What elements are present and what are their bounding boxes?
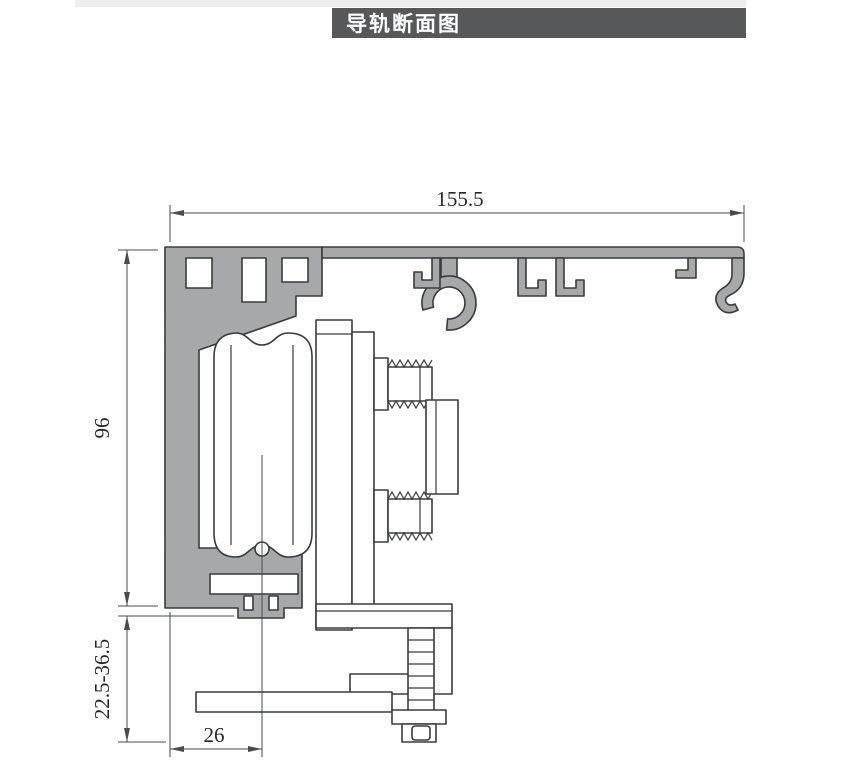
adjust-bolt-bottom [373, 489, 433, 543]
lower-bracket-arm [349, 627, 453, 695]
lower-bracket-plate [315, 603, 453, 629]
roller-wheel [213, 332, 313, 558]
bolt-barrel [425, 399, 459, 495]
rail-top-plate [321, 246, 745, 259]
screw-channel-cutout [185, 257, 213, 289]
dim-label-bottom-offset: 26 [204, 723, 225, 747]
dim-label-left-height: 96 [90, 418, 114, 439]
foot-slot-cutout [209, 573, 299, 595]
hanger-bracket [195, 319, 459, 743]
panel-hook [413, 257, 441, 289]
mount-bolt [391, 627, 447, 743]
section-title: 导轨断面图 [346, 12, 461, 36]
adjust-bolt-top [373, 357, 433, 411]
foot-notch [243, 595, 254, 611]
hanger-plate-inner [351, 331, 375, 623]
bolt-head-flange [391, 709, 447, 725]
dimension-left-height: 96 [90, 249, 158, 607]
screw-channel-cutout [281, 257, 309, 283]
rail-profile [164, 246, 745, 619]
top-divider [75, 0, 746, 7]
panel-hook [517, 257, 547, 297]
door-clamp-plate [195, 691, 393, 713]
dimension-bottom-offset: 26 [169, 612, 262, 757]
foot-notch [268, 595, 279, 611]
dim-label-top-width: 155.5 [436, 187, 483, 211]
rail-end-hook [715, 257, 745, 314]
panel-tab [675, 257, 697, 279]
dim-label-adjust-range: 22.5-36.5 [90, 639, 114, 720]
dimension-adjust-range: 22.5-36.5 [90, 615, 234, 743]
panel-hook [555, 257, 585, 297]
screw-channel-cutout [241, 257, 267, 303]
dimension-top-width: 155.5 [169, 187, 745, 242]
wheel-body [213, 332, 313, 558]
section-banner: 导轨断面图 [332, 8, 746, 38]
hanger-plate [315, 319, 353, 631]
bolt-head-core [411, 725, 431, 741]
